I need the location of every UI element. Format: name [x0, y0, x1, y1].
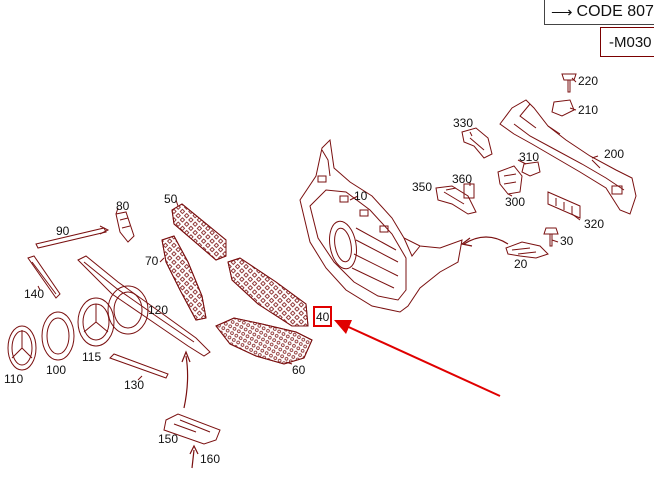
- label-20[interactable]: 20: [514, 257, 528, 271]
- label-40[interactable]: 40: [316, 310, 330, 324]
- label-360[interactable]: 360: [452, 172, 473, 186]
- part-350-bracket: [435, 185, 477, 215]
- label-300[interactable]: 300: [505, 195, 526, 209]
- part-150-sensor: [163, 413, 221, 445]
- part-330-bracket: [461, 127, 493, 159]
- part-200-side-bracket: [499, 99, 637, 215]
- label-220[interactable]: 220: [578, 74, 599, 88]
- label-210[interactable]: 210: [578, 103, 599, 117]
- part-300-bracket: [497, 165, 523, 195]
- part-210-clip: [551, 99, 575, 117]
- part-70-left-insert: [161, 235, 207, 321]
- label-200[interactable]: 200: [604, 147, 625, 161]
- label-350[interactable]: 350: [412, 180, 433, 194]
- part-10-grille-frame: [299, 138, 463, 313]
- arrow-right-icon: ⟶: [551, 3, 573, 21]
- label-110[interactable]: 110: [4, 372, 24, 386]
- part-320-plate: [547, 191, 581, 219]
- part-310-clip: [521, 161, 541, 177]
- part-140-trim: [27, 255, 61, 299]
- label-30[interactable]: 30: [560, 234, 574, 248]
- part-130-trim: [109, 353, 169, 379]
- part-115-star-emblem: [77, 297, 115, 347]
- part-60-lower-insert: [215, 317, 313, 365]
- code-box: ⟶ CODE 807: [544, 0, 654, 25]
- label-90[interactable]: 90: [56, 224, 70, 238]
- label-70[interactable]: 70: [145, 254, 159, 268]
- label-140[interactable]: 140: [24, 287, 45, 301]
- part-30-screw: [543, 227, 559, 247]
- callout-arrow: [334, 320, 501, 397]
- part-20-bracket: [460, 236, 549, 259]
- label-115[interactable]: 115: [82, 350, 102, 364]
- model-box: -M030: [600, 27, 654, 57]
- label-100[interactable]: 100: [46, 363, 67, 377]
- label-10[interactable]: 10: [354, 189, 368, 203]
- label-80[interactable]: 80: [116, 199, 130, 213]
- label-320[interactable]: 320: [584, 217, 605, 231]
- code-label: CODE 807: [576, 2, 654, 20]
- part-100-ring: [41, 311, 75, 361]
- part-120-fin: [77, 255, 211, 357]
- part-40-center-insert: [227, 257, 309, 327]
- part-90-rod: [35, 225, 110, 249]
- part-360-clip: [463, 183, 475, 199]
- label-310[interactable]: 310: [519, 150, 540, 164]
- part-80-small-bracket: [115, 211, 135, 243]
- label-120[interactable]: 120: [148, 303, 169, 317]
- label-330[interactable]: 330: [453, 116, 474, 130]
- label-150[interactable]: 150: [158, 432, 179, 446]
- part-220-screw: [561, 73, 577, 93]
- label-160[interactable]: 160: [200, 452, 221, 466]
- highlight-box: [313, 306, 332, 327]
- label-50[interactable]: 50: [164, 192, 178, 206]
- label-60[interactable]: 60: [292, 363, 306, 377]
- model-label: -M030: [609, 33, 652, 51]
- part-110-star: [7, 325, 37, 371]
- label-130[interactable]: 130: [124, 378, 145, 392]
- part-50-upper-insert: [171, 203, 227, 261]
